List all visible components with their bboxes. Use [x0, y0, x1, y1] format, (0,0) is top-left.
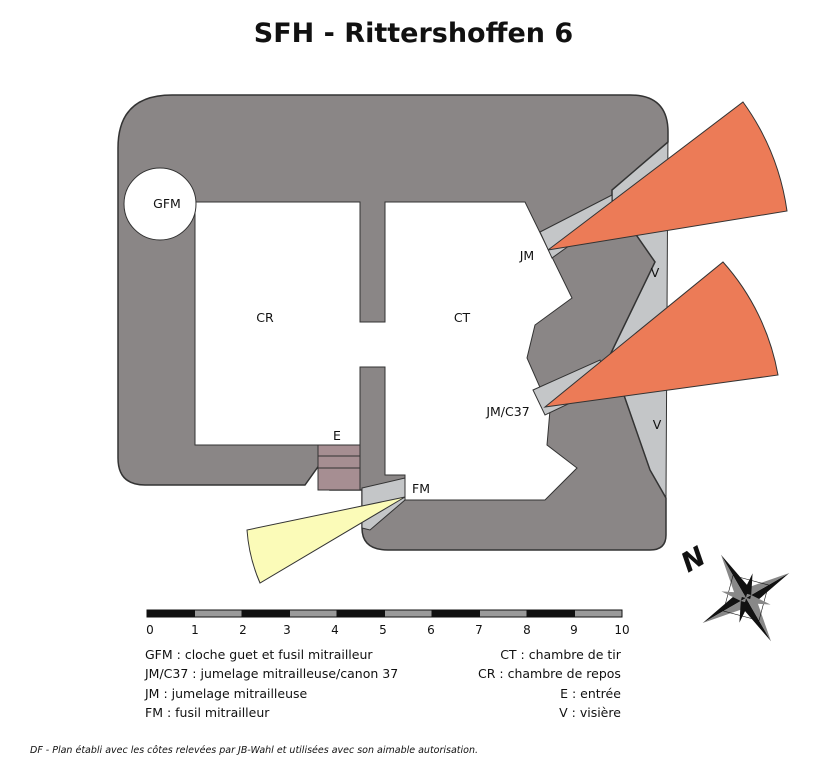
fm-fire-sector [246, 496, 406, 584]
legend-item: E : entrée [560, 685, 621, 701]
legend-item: V : visière [559, 704, 621, 720]
gfm-cloche [123, 167, 197, 241]
legend-item: CR : chambre de repos [478, 666, 621, 682]
legend-item: GFM : cloche guet et fusil mitrailleur [145, 647, 373, 662]
label-entrance: E [333, 428, 341, 443]
page-title: SFH - Rittershoffen 6 [253, 18, 574, 49]
scale-tick: 7 [475, 623, 483, 637]
label-gfm: GFM [153, 196, 181, 211]
scale-tick: 10 [614, 623, 629, 637]
legend-right: CT : chambre de tir CR : chambre de repo… [478, 645, 621, 722]
jmc37-fire-sector [543, 261, 779, 408]
credit-note: DF - Plan établi avec les côtes relevées… [30, 745, 479, 756]
legend-item: JM : jumelage mitrailleuse [145, 685, 308, 701]
label-fm: FM [412, 481, 430, 496]
room-cr-void [194, 201, 578, 501]
compass-rose-icon [702, 554, 790, 642]
jm-fire-sector [547, 101, 788, 251]
legend-item: CT : chambre de tir [500, 647, 621, 662]
scale-tick: 5 [379, 623, 387, 637]
scale-tick: 4 [331, 623, 339, 637]
scale-tick: 8 [523, 623, 531, 637]
north-label: N [676, 541, 711, 579]
legend-item: FM : fusil mitrailleur [145, 704, 270, 720]
scale-tick: 0 [146, 623, 154, 637]
label-jm: JM [519, 248, 534, 263]
label-cr: CR [256, 310, 274, 325]
scale-bar [146, 609, 623, 618]
label-jmc37: JM/C37 [485, 404, 529, 419]
label-ct: CT [454, 310, 471, 325]
label-visor-2: V [653, 417, 662, 432]
scale-tick: 2 [239, 623, 247, 637]
legend-item: JM/C37 : jumelage mitrailleuse/canon 37 [145, 666, 399, 682]
scale-tick: 9 [570, 623, 578, 637]
scale-labels: 0 1 2 3 4 5 6 7 8 9 10 [146, 623, 629, 637]
scale-tick: 1 [191, 623, 199, 637]
scale-tick: 3 [283, 623, 291, 637]
label-visor-1: V [651, 265, 660, 280]
scale-tick: 6 [427, 623, 435, 637]
legend-left: GFM : cloche guet et fusil mitrailleur J… [145, 645, 398, 722]
